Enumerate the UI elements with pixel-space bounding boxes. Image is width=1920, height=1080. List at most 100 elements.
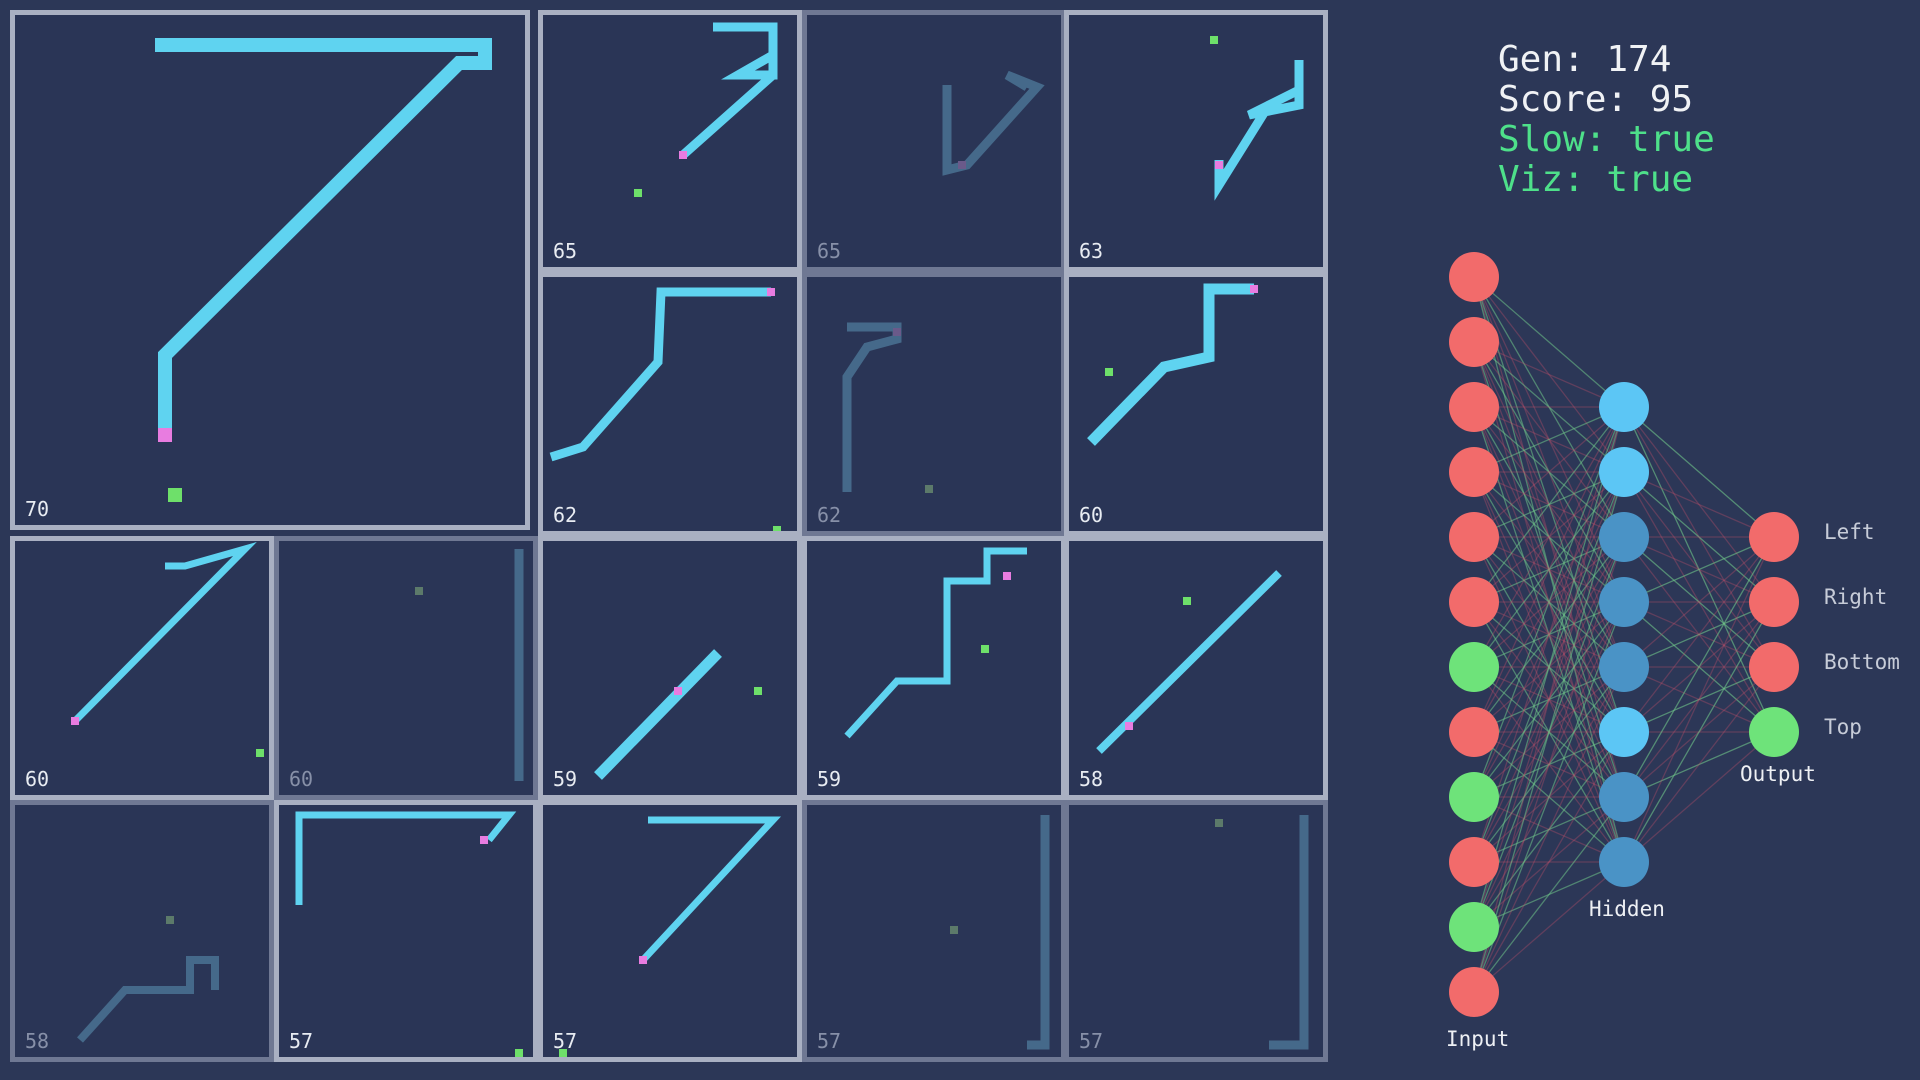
input-layer-label: Input (1446, 1027, 1510, 1051)
snake-head (1215, 161, 1223, 169)
input-neuron (1449, 837, 1499, 887)
slow-toggle[interactable]: Slow: true (1498, 119, 1715, 160)
snake-body (295, 811, 517, 905)
food-pellet (415, 587, 423, 595)
generation-text: Gen: 174 (1498, 39, 1672, 80)
snake-game-cell: 60 (1064, 272, 1328, 536)
output-layer-label: Output (1740, 762, 1816, 786)
game-score: 60 (25, 767, 50, 791)
snake-game-cell: 57 (538, 800, 802, 1062)
snake-body (1087, 283, 1254, 446)
food-pellet (754, 687, 762, 695)
hidden-neuron (1599, 772, 1649, 822)
input-neuron (1449, 252, 1499, 302)
input-neuron (1449, 707, 1499, 757)
connection (1473, 601, 1625, 798)
connection (1473, 341, 1625, 408)
snake-head (767, 288, 775, 296)
connection (1473, 406, 1625, 993)
snake-body (842, 322, 902, 492)
game-score: 63 (1079, 239, 1104, 263)
snake-game-cell: 59 (538, 536, 802, 800)
input-neuron (1449, 967, 1499, 1017)
hidden-neuron (1599, 837, 1649, 887)
connection (1623, 536, 1775, 733)
connection (1623, 601, 1775, 863)
snake-game-cell: 58 (1064, 536, 1328, 800)
snake-board (942, 70, 1045, 176)
connection (1623, 471, 1775, 538)
connection (1473, 471, 1625, 603)
snake-board (77, 916, 219, 1043)
connection (1623, 536, 1775, 668)
connection (1473, 731, 1625, 928)
food-pellet (981, 645, 989, 653)
snake-head (639, 956, 647, 964)
connection (1623, 601, 1775, 668)
snake-head (71, 717, 79, 725)
connection (1473, 276, 1625, 408)
snake-board (549, 287, 781, 531)
game-score: 58 (25, 1029, 50, 1053)
hidden-neuron (1599, 447, 1649, 497)
snake-game-cell: 60 (274, 536, 538, 800)
output-neuron (1749, 642, 1799, 692)
game-score: 57 (1079, 1029, 1104, 1053)
food-pellet (1210, 36, 1218, 44)
connection (1473, 406, 1625, 538)
connection (1473, 601, 1625, 928)
snake-game-cell: 65 (538, 10, 802, 272)
input-neuron (1449, 577, 1499, 627)
connection (1473, 471, 1625, 798)
connection (1473, 471, 1625, 928)
connection (1473, 796, 1625, 993)
snake-board (295, 811, 523, 1057)
connection (1473, 406, 1625, 863)
hidden-neuron (1599, 512, 1649, 562)
snake-board (1215, 815, 1309, 1050)
food-pellet (634, 189, 642, 197)
snake-head (958, 161, 966, 169)
snake-body (844, 547, 1027, 739)
network-graph (1449, 252, 1799, 1017)
food-pellet (773, 526, 781, 531)
connection (1473, 471, 1625, 993)
food-pellet (950, 926, 958, 934)
snake-game-cell: 65 (802, 10, 1066, 272)
snake-head (893, 328, 901, 336)
hidden-layer-label: Hidden (1589, 897, 1665, 921)
game-score: 60 (1079, 503, 1104, 527)
snake-body (942, 70, 1045, 176)
food-pellet (515, 1049, 523, 1057)
snake-board (594, 649, 762, 780)
food-pellet (168, 488, 182, 502)
snake-board (950, 815, 1050, 1050)
output-neuron (1749, 577, 1799, 627)
input-neuron (1449, 317, 1499, 367)
snake-head (1250, 285, 1258, 293)
snake-body (155, 38, 492, 435)
snake-body (594, 649, 722, 780)
food-pellet (256, 749, 264, 757)
connection (1473, 406, 1625, 928)
snake-board (71, 542, 264, 757)
snake-head (1125, 722, 1133, 730)
snake-body (680, 22, 778, 159)
snake-head (674, 687, 682, 695)
food-pellet (925, 485, 933, 493)
game-score: 59 (817, 767, 842, 791)
connection (1473, 536, 1625, 733)
food-pellet (559, 1049, 567, 1057)
snake-game-cell: 62 (802, 272, 1066, 536)
snake-board (1210, 36, 1304, 201)
input-neuron (1449, 447, 1499, 497)
snake-game-cell: 62 (538, 272, 802, 536)
viz-toggle[interactable]: Viz: true (1498, 159, 1694, 200)
game-score: 65 (553, 239, 578, 263)
game-score: 65 (817, 239, 842, 263)
snake-head (679, 151, 687, 159)
connection (1623, 731, 1775, 798)
game-score: 57 (817, 1029, 842, 1053)
food-pellet (1183, 597, 1191, 605)
